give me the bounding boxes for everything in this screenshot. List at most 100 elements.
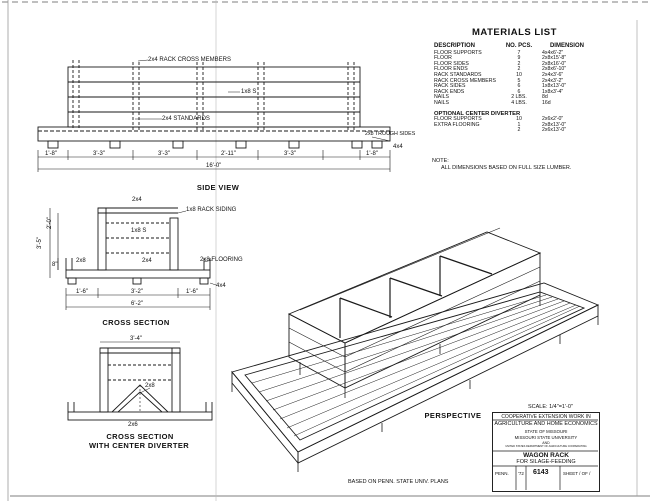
side-dim-2: 3'-3" xyxy=(93,151,105,157)
cs-height-floor: 8" xyxy=(52,262,58,268)
desc-cell: RACK SIDES xyxy=(434,83,466,90)
diverter-label: CROSS SECTION xyxy=(106,432,174,441)
pcs-cell: 6 xyxy=(517,83,521,90)
tb-title: WAGON RACK xyxy=(523,452,569,459)
material-row: FLOOR SUPPORTS 7 4x4x6'-2" xyxy=(432,49,594,57)
cs-callout-2x4-mid: 2x4 xyxy=(142,258,152,264)
material-row: RACK CROSS MEMBERS 5 2x4x3'-2" xyxy=(432,77,594,85)
dim-cell: 2x8x6'-10" xyxy=(541,66,567,73)
side-dim-1: 1'-8" xyxy=(45,151,57,157)
tb-line6: UNITED STATES DEPARTMENT OF AGRICULTURE … xyxy=(505,445,587,448)
side-view-label: SIDE VIEW xyxy=(196,183,240,192)
dim-cell: 2x8x13'-0" xyxy=(541,121,567,128)
callout-standards: 2x4 STANDARDS xyxy=(162,116,210,122)
materials-table: DESCRIPTION NO. PCS. DIMENSION FLOOR SUP… xyxy=(432,43,594,134)
cs-overall-dim: 6'-2" xyxy=(131,301,143,307)
title-block-lines xyxy=(492,419,598,490)
desc-cell: RACK ENDS xyxy=(434,88,465,95)
tb-sheet: SHEET / OF / xyxy=(563,471,591,476)
tb-number: 6143 xyxy=(533,469,549,476)
desc-cell: RACK STANDARDS xyxy=(434,71,482,78)
desc-cell xyxy=(432,128,498,134)
cross-section-label: CROSS SECTION xyxy=(102,318,170,327)
material-row: FLOOR ENDS 2 2x8x6'-10" xyxy=(432,67,594,73)
material-row: FLOOR SIDES 2 2x8x16'-0" xyxy=(432,60,594,68)
tb-subtitle: FOR SILAGE-FEEDING xyxy=(516,459,576,465)
side-dim-4: 2'-11" xyxy=(221,151,236,157)
dim-cell: 1x8x3'-4" xyxy=(541,88,564,95)
pcs-cell: 6 xyxy=(517,88,521,95)
pcs-cell: 9 xyxy=(517,55,521,62)
dim-cell: 4x4x6'-2" xyxy=(541,49,564,56)
col-dimension: DIMENSION xyxy=(549,43,584,49)
tb-line5: AND xyxy=(542,441,550,445)
side-dim-6: 1'-8" xyxy=(366,151,378,157)
side-view-drawing xyxy=(37,59,391,172)
tb-year: '72 xyxy=(518,471,524,476)
div-callout-2x6: 2x6 xyxy=(128,422,138,428)
callout-cross-members: 2x4 RACK CROSS MEMBERS xyxy=(148,57,232,63)
desc-cell: NAILS xyxy=(434,99,449,106)
dim-cell: 2x8x16'-0" xyxy=(541,60,567,67)
desc-cell: EXTRA FLOORING xyxy=(434,121,480,128)
side-dim-5: 3'-3" xyxy=(284,151,296,157)
cs-callout-rack-siding: 1x8 RACK SIDING xyxy=(186,207,237,213)
tb-penn: PENN. xyxy=(495,471,509,476)
note-label: NOTE: xyxy=(432,158,449,164)
div-top-dim: 3'-4" xyxy=(130,336,142,342)
perspective-drawing xyxy=(231,227,600,472)
diverter-label-2: WITH CENTER DIVERTER xyxy=(88,441,190,450)
dim-cell: 1x8x13'-0" xyxy=(541,83,567,90)
optional-section-title: OPTIONAL CENTER DIVERTER xyxy=(432,107,594,118)
dim-cell: 2x6x2'-0" xyxy=(541,116,564,123)
desc-cell: RACK CROSS MEMBERS xyxy=(434,77,496,84)
callout-trough-sides: 2x8 TROUGH SIDES xyxy=(365,131,416,137)
pcs-cell: 7 xyxy=(517,49,521,56)
cs-callout-2x4-top: 2x4 xyxy=(132,197,142,203)
cs-dim-3: 1'-6" xyxy=(186,289,198,295)
cs-height-rack: 2'-0" xyxy=(46,217,53,229)
note-text: ALL DIMENSIONS BASED ON FULL SIZE LUMBER… xyxy=(441,165,572,171)
pcs-cell: 2 xyxy=(517,127,521,134)
title-block: COOPERATIVE EXTENSION WORK IN AGRICULTUR… xyxy=(492,412,600,492)
cs-callout-flooring: 2x8 FLOORING xyxy=(200,257,243,263)
col-pcs: NO. PCS. xyxy=(505,43,533,49)
scale-label: SCALE: 1/4"=1'-0" xyxy=(528,404,573,410)
div-callout-2x8: 2x8 xyxy=(145,383,155,389)
dim-cell: 8d xyxy=(541,94,548,101)
desc-cell: FLOOR SIDES xyxy=(434,60,469,67)
cs-dim-1: 1'-6" xyxy=(76,289,88,295)
tb-line1: COOPERATIVE EXTENSION WORK IN xyxy=(501,414,591,420)
pcs-cell: 5 xyxy=(517,77,521,84)
pcs-cell: 2 xyxy=(517,66,521,73)
pcs-cell: 2 LBS. xyxy=(511,94,527,101)
cs-callout-2x8-left: 2x8 xyxy=(76,258,86,264)
optional-material-row: 2 2x6x13'-0" xyxy=(432,128,594,134)
pcs-cell: 2 xyxy=(517,60,521,67)
desc-cell: FLOOR ENDS xyxy=(434,66,468,73)
dim-cell: 2x4x3'-6" xyxy=(541,71,564,78)
dim-cell: 16d xyxy=(541,99,551,106)
desc-cell: FLOOR SUPPORTS xyxy=(434,49,482,56)
callout-rack-sides: 1x8 S xyxy=(241,89,257,95)
pcs-cell: 1 xyxy=(517,121,521,128)
side-overall-dim: 16'-0" xyxy=(206,163,222,169)
tb-line4: MISSOURI STATE UNIVERSITY xyxy=(514,435,578,440)
desc-cell: FLOOR xyxy=(434,55,452,62)
dim-cell: 2x4x3'-2" xyxy=(541,77,564,84)
tb-line2: AGRICULTURE AND HOME ECONOMICS xyxy=(494,421,598,427)
callout-4x4: 4x4 xyxy=(393,144,403,150)
desc-cell: FLOOR SUPPORTS xyxy=(434,116,482,123)
dim-cell: 2x6x13'-0" xyxy=(541,127,567,134)
perspective-label: PERSPECTIVE xyxy=(424,411,482,420)
cs-callout-4x4: 4x4 xyxy=(216,283,226,289)
